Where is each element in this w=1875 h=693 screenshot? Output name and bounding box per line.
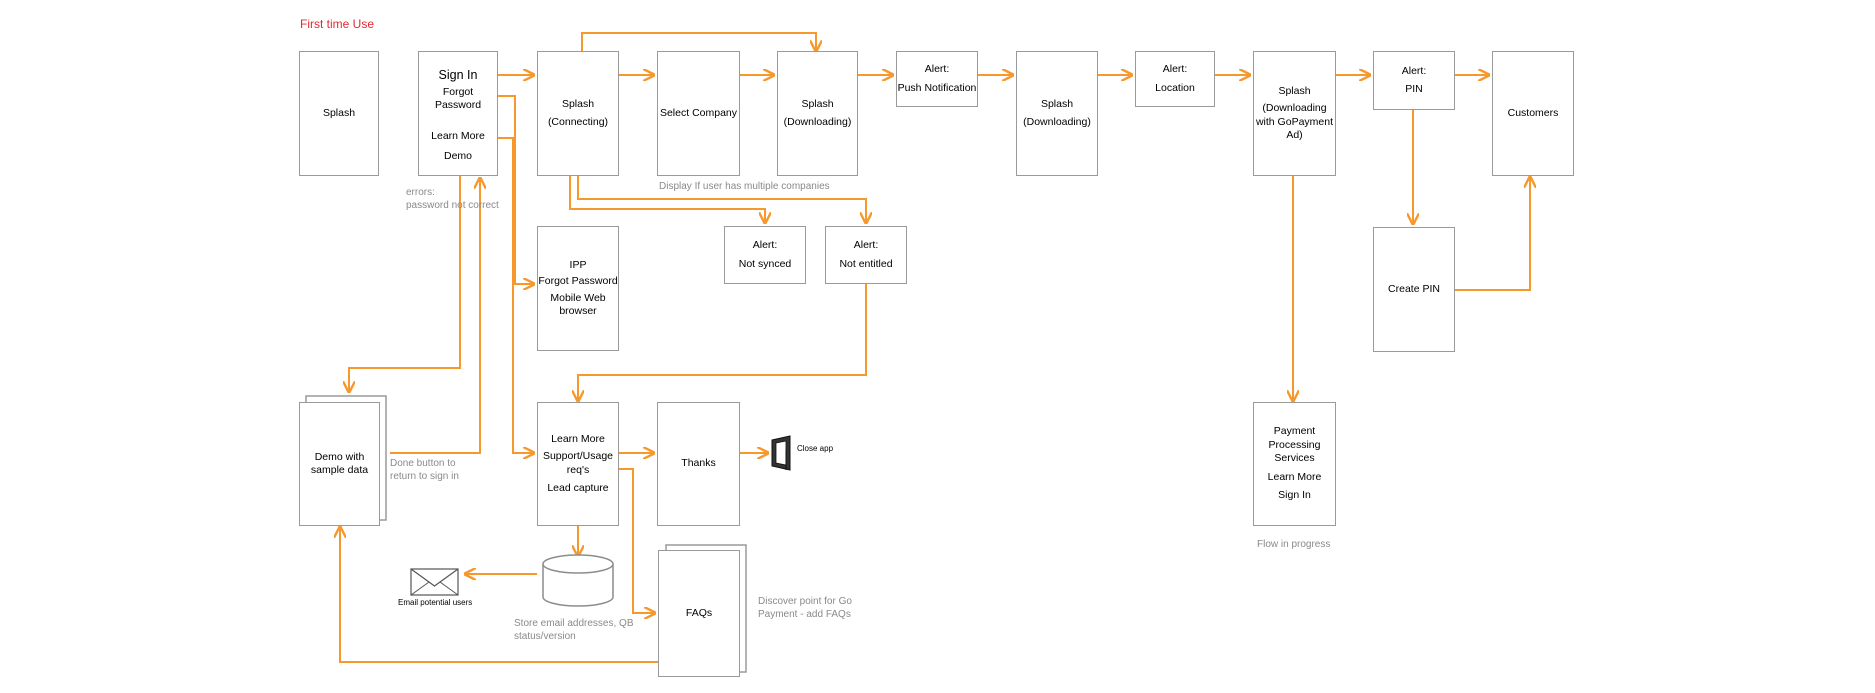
learn-more-label: Learn More [431, 129, 485, 142]
faqs-box: FAQs [658, 550, 740, 677]
discover-point-note: Discover point for Go Payment - add FAQs [758, 595, 852, 621]
note-line: errors: [406, 187, 435, 198]
close-app-label: Close app [797, 444, 834, 453]
arrow-learnmore-to-faqs [619, 468, 655, 613]
note-line: Payment - add FAQs [758, 609, 851, 620]
note-line: Store email addresses, QB [514, 618, 634, 629]
box-line: (Connecting) [547, 116, 609, 128]
arrow-forgot-to-ipp [498, 95, 534, 284]
box-line: Create PIN [1388, 282, 1440, 295]
box-line: Select Company [659, 106, 738, 119]
box-line: sample data [310, 464, 369, 476]
done-button-note: Done button to return to sign in [390, 457, 459, 483]
box-line: Lead capture [547, 481, 609, 494]
forgot-password-label: Forgot Password [434, 86, 482, 112]
box-line: req's [566, 463, 590, 476]
store-email-note: Store email addresses, QB status/version [514, 617, 634, 643]
sign-in-box: Sign In Forgot Password Learn More Demo [418, 51, 498, 176]
arrow-splash-to-notentitled [577, 176, 866, 223]
splash-connecting-box: Splash (Connecting) [537, 51, 619, 176]
box-line: Alert: [752, 239, 778, 252]
note-line: Discover point for Go [758, 596, 852, 607]
box-line: Processing [1268, 438, 1321, 451]
note-line: status/version [514, 631, 576, 642]
alert-not-entitled-box: Alert: Not entitled [825, 226, 907, 284]
splash-label: Splash [322, 106, 356, 119]
box-line: Alert: [1401, 64, 1427, 77]
sign-in-label: Sign In [438, 68, 478, 82]
box-line: Not entitled [839, 257, 893, 270]
box-line: (Downloading) [783, 116, 852, 128]
alert-pin-box: Alert: PIN [1373, 51, 1455, 110]
learn-more-box: Learn More Support/Usage req's Lead capt… [537, 402, 619, 526]
note-line: password not correct [406, 200, 499, 211]
thanks-box: Thanks [657, 402, 740, 526]
errors-note: errors: password not correct [406, 186, 499, 212]
box-line: Alert: [853, 239, 879, 252]
box-line: Push Notification [897, 81, 977, 94]
box-line: Learn More [1267, 470, 1322, 483]
box-line: Alert: [1162, 63, 1188, 76]
flow-title: First time Use [300, 17, 375, 31]
arrow-createpin-to-customers [1455, 177, 1530, 291]
select-company-box: Select Company [657, 51, 740, 176]
box-line: browser [559, 304, 597, 317]
arrow-splash-over-to-download [581, 32, 816, 51]
alert-push-box: Alert: Push Notification [896, 51, 978, 107]
box-line: Mobile Web [550, 291, 606, 304]
alert-location-box: Alert: Location [1135, 51, 1215, 107]
note-line: Done button to [390, 458, 456, 469]
box-line: Splash [801, 97, 834, 110]
arrow-demo-to-signin [390, 178, 480, 454]
customers-box: Customers [1492, 51, 1574, 176]
box-line: PIN [1405, 83, 1423, 95]
create-pin-box: Create PIN [1373, 227, 1455, 352]
splash-gopayment-box: Splash (Downloading with GoPayment Ad) [1253, 51, 1336, 176]
alert-not-synced-box: Alert: Not synced [724, 226, 806, 284]
box-line: (Downloading [1262, 102, 1327, 115]
ipp-box: IPP Forgot Password Mobile Web browser [537, 226, 619, 351]
box-line: FAQs [685, 606, 713, 619]
box-line: Ad) [1286, 128, 1303, 141]
box-line: Sign In [1278, 489, 1311, 502]
flow-in-progress-note: Flow in progress [1257, 539, 1331, 550]
box-line: Not synced [738, 257, 792, 270]
box-line: Learn More [551, 432, 605, 445]
box-line: Location [1155, 81, 1195, 94]
box-line: with GoPayment [1255, 115, 1334, 128]
box-line: Demo with [314, 450, 365, 463]
box-line: Customers [1507, 106, 1559, 119]
payment-box: Payment Processing Services Learn More S… [1253, 402, 1336, 526]
box-line: Forgot Password [538, 275, 618, 288]
box-line: Thanks [681, 457, 716, 470]
splash-downloading-2-box: Splash (Downloading) [1016, 51, 1098, 176]
box-line: Splash [561, 97, 595, 110]
demo-sample-box: Demo with sample data [299, 402, 380, 526]
demo-label: Demo [443, 150, 472, 163]
email-users-label: Email potential users [398, 598, 473, 607]
multiple-companies-note: Display If user has multiple companies [659, 181, 830, 192]
flow-arrows [340, 32, 1530, 663]
box-line: (Downloading) [1023, 116, 1091, 128]
close-app-icon [771, 435, 791, 471]
box-line: IPP [569, 258, 587, 271]
splash-downloading-box: Splash (Downloading) [777, 51, 858, 176]
database-icon [542, 554, 614, 607]
box-line: Alert: [924, 63, 950, 76]
arrow-signin-to-demo [349, 176, 461, 392]
envelope-icon [410, 568, 459, 596]
box-line: Support/Usage [542, 450, 614, 463]
arrow-notentitled-to-learnmore [578, 284, 867, 401]
box-line: Services [1274, 452, 1315, 465]
splash-box: Splash [299, 51, 379, 176]
box-line: Splash [1278, 84, 1311, 97]
box-line: Payment [1273, 425, 1316, 438]
arrow-learnmore-to-learnmore [498, 137, 534, 453]
box-line: Splash [1040, 97, 1074, 110]
note-line: return to sign in [390, 471, 459, 482]
arrow-faqs-to-demo [340, 527, 658, 663]
arrow-splash-to-notsynced [569, 176, 765, 223]
